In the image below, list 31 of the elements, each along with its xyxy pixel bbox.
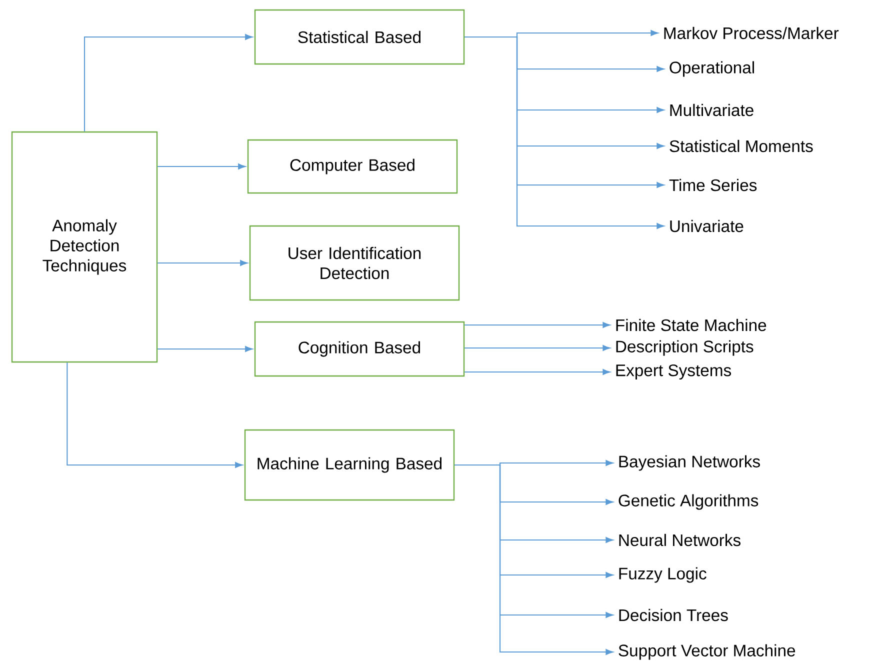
leaf-text: Univariate <box>670 220 744 232</box>
arrow <box>158 164 246 170</box>
arrow <box>454 464 614 655</box>
arrow <box>464 369 610 375</box>
leaf-text: Description Scripts <box>616 340 754 356</box>
arrow <box>464 36 664 229</box>
process-box: Anomaly Detection Techniques <box>11 131 158 363</box>
leaf-text: Time Series <box>669 178 757 192</box>
process-box: Computer Based <box>247 139 458 194</box>
process-box: User Identification Detection <box>249 225 460 301</box>
leaf-text: Genetic Algorithms <box>618 494 758 510</box>
arrow <box>158 260 248 266</box>
arrow <box>66 362 243 468</box>
leaf-text: Support Vector Machine <box>618 644 796 660</box>
arrow <box>84 34 253 132</box>
process-box: Machine Learning Based <box>244 429 455 501</box>
leaf-text: Neural Networks <box>619 534 740 546</box>
leaf-text: Finite State Machine <box>616 318 766 332</box>
leaf-text: Expert Systems <box>616 364 732 380</box>
leaf-text: Operational <box>670 61 754 77</box>
process-box: Statistical Based <box>254 9 465 65</box>
leaf-text: Fuzzy Logic <box>619 567 706 583</box>
arrow <box>464 322 610 328</box>
leaf-text: Markov Process/Marker <box>664 26 839 40</box>
leaf-text: Bayesian Networks <box>619 455 760 471</box>
process-box: Cognition Based <box>254 321 465 377</box>
leaf-text: Statistical Moments <box>670 140 813 152</box>
leaf-text: Decision Trees <box>619 608 728 622</box>
leaf-text: Multivariate <box>670 104 754 116</box>
arrow <box>158 346 253 352</box>
arrow <box>464 345 610 351</box>
